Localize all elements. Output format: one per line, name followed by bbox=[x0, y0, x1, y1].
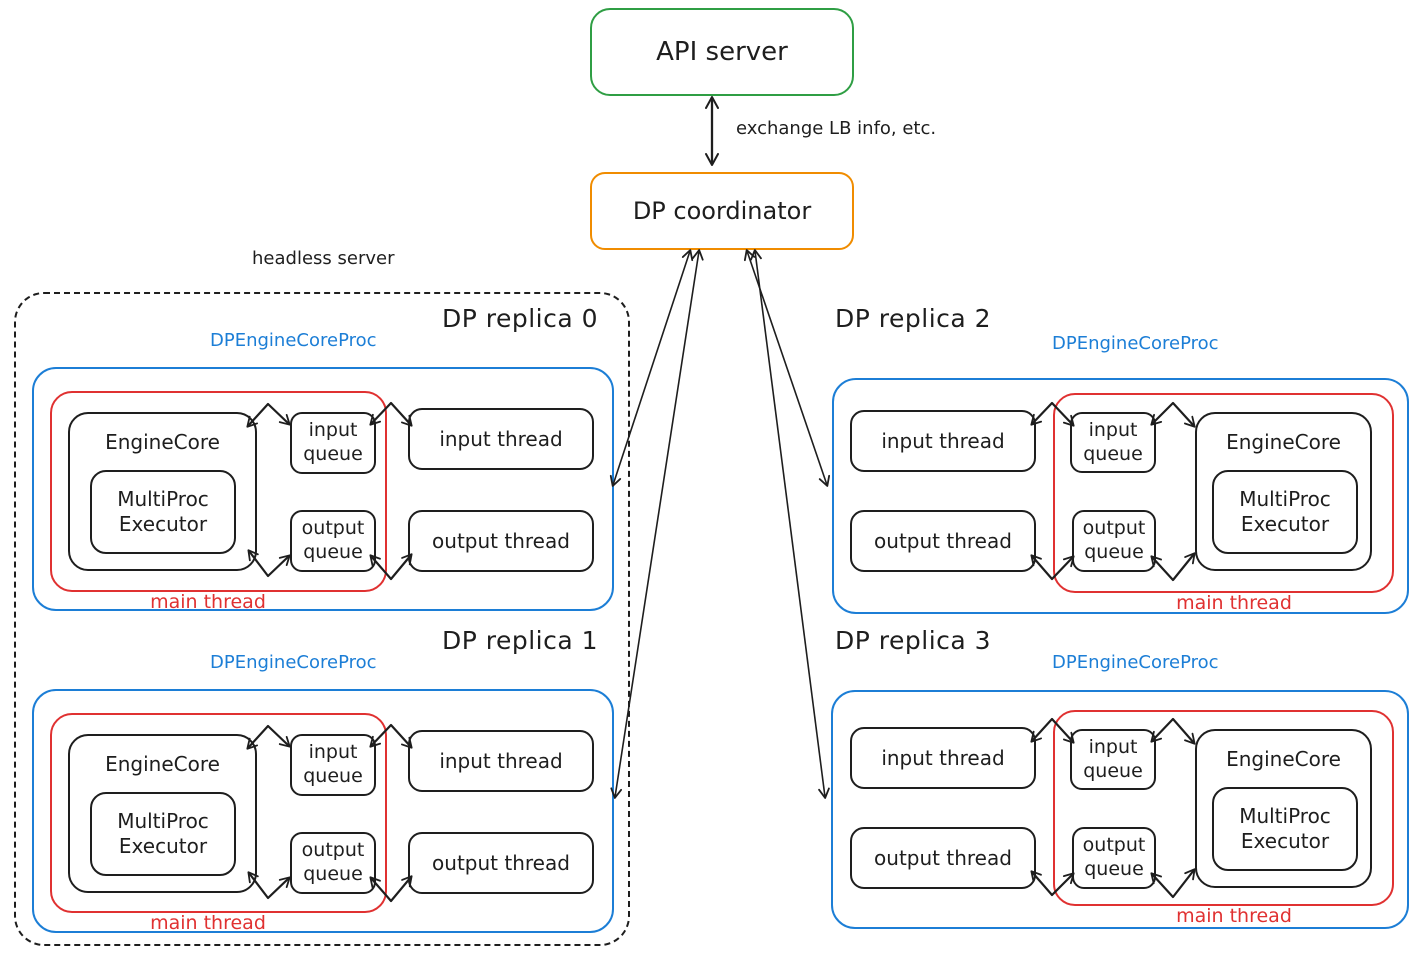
replica-1-main-thread-frame bbox=[50, 713, 387, 913]
replica-0-output-queue-box: output queue bbox=[290, 510, 376, 572]
replica-2-output-thread-label: output thread bbox=[874, 528, 1012, 553]
replica-1-proc-label: DPEngineCoreProc bbox=[210, 652, 377, 673]
replica-3-input-thread-box: input thread bbox=[850, 727, 1036, 789]
replica-0-output-thread-label: output thread bbox=[432, 528, 570, 553]
dp-coordinator-node: DP coordinator bbox=[590, 172, 854, 250]
replica-0-input-queue-box: input queue bbox=[290, 412, 376, 474]
replica-3-title: DP replica 3 bbox=[835, 626, 992, 655]
replica-1-input-thread-label: input thread bbox=[439, 748, 563, 773]
replica-1-proc-frame bbox=[32, 689, 614, 933]
replica-3-engine-core-label: EngineCore bbox=[1226, 747, 1341, 771]
replica-2-engine-core-label: EngineCore bbox=[1226, 430, 1341, 454]
replica-3-multiproc-executor-box: MultiProc Executor bbox=[1212, 787, 1358, 871]
replica-0-title: DP replica 0 bbox=[441, 304, 598, 333]
replica-3-multiproc-executor-label: MultiProc Executor bbox=[1239, 804, 1331, 853]
replica-2-output-queue-box: output queue bbox=[1072, 510, 1156, 572]
replica-0-output-queue-label: output queue bbox=[301, 517, 365, 563]
replica-0-input-thread-label: input thread bbox=[439, 426, 563, 451]
dp-coordinator-label: DP coordinator bbox=[632, 197, 812, 225]
replica-2-input-queue-label: input queue bbox=[1083, 418, 1143, 465]
replica-1-output-queue-box: output queue bbox=[290, 832, 376, 894]
replica-2-multiproc-executor-box: MultiProc Executor bbox=[1212, 470, 1358, 554]
replica-0-main-thread-frame bbox=[50, 391, 387, 592]
replica-0-input-thread-box: input thread bbox=[408, 408, 594, 470]
replica-2-title: DP replica 2 bbox=[835, 304, 992, 333]
replica-3-output-queue-label: output queue bbox=[1082, 834, 1146, 880]
replica-2-output-queue-label: output queue bbox=[1082, 517, 1146, 563]
replica-2-proc-frame bbox=[832, 378, 1409, 614]
replica-3-main-thread-frame bbox=[1053, 710, 1394, 906]
replica-0-multiproc-executor-label: MultiProc Executor bbox=[117, 487, 209, 536]
replica-2-input-thread-box: input thread bbox=[850, 410, 1036, 472]
api-server-label: API server bbox=[656, 36, 788, 67]
replica-2-input-thread-label: input thread bbox=[881, 428, 1005, 453]
replica-3-output-queue-box: output queue bbox=[1072, 827, 1156, 889]
replica-2-main-thread-frame bbox=[1053, 393, 1394, 593]
replica-2-main-thread-label: main thread bbox=[1176, 592, 1292, 614]
replica-3-output-thread-box: output thread bbox=[850, 827, 1036, 889]
replica-0-input-queue-label: input queue bbox=[303, 419, 363, 465]
replica-2-multiproc-executor-label: MultiProc Executor bbox=[1239, 487, 1331, 536]
api-server-node: API server bbox=[590, 8, 854, 96]
replica-0-output-thread-box: output thread bbox=[408, 510, 594, 572]
replica-0-engine-core-box: EngineCore MultiProc Executor bbox=[68, 412, 257, 571]
replica-3-main-thread-label: main thread bbox=[1176, 905, 1292, 927]
replica-3-input-thread-label: input thread bbox=[881, 745, 1005, 770]
replica-2-output-thread-box: output thread bbox=[850, 510, 1036, 572]
replica-0-multiproc-executor-box: MultiProc Executor bbox=[90, 470, 236, 554]
replica-1-engine-core-label: EngineCore bbox=[105, 752, 220, 776]
replica-1-multiproc-executor-box: MultiProc Executor bbox=[90, 792, 236, 876]
replica-0-engine-core-label: EngineCore bbox=[105, 430, 220, 454]
arrow-coordinator-replica2 bbox=[743, 249, 831, 487]
headless-server-label: headless server bbox=[252, 248, 395, 269]
replica-1-engine-core-box: EngineCore MultiProc Executor bbox=[68, 734, 257, 893]
replica-1-input-queue-label: input queue bbox=[303, 741, 363, 787]
replica-0-main-thread-label: main thread bbox=[150, 591, 266, 613]
replica-2-engine-core-box: EngineCore MultiProc Executor bbox=[1195, 412, 1372, 571]
replica-2-proc-label: DPEngineCoreProc bbox=[1052, 333, 1219, 354]
replica-3-input-queue-label: input queue bbox=[1083, 735, 1143, 782]
replica-3-proc-frame bbox=[831, 690, 1409, 929]
arrow-coordinator-replica3 bbox=[750, 249, 830, 799]
replica-0-proc-label: DPEngineCoreProc bbox=[210, 330, 377, 351]
replica-1-output-thread-box: output thread bbox=[408, 832, 594, 894]
replica-3-engine-core-box: EngineCore MultiProc Executor bbox=[1195, 729, 1372, 888]
replica-1-output-queue-label: output queue bbox=[301, 839, 365, 885]
replica-1-title: DP replica 1 bbox=[441, 626, 598, 655]
exchange-lb-note: exchange LB info, etc. bbox=[736, 118, 937, 139]
replica-3-input-queue-box: input queue bbox=[1070, 729, 1156, 790]
replica-1-multiproc-executor-label: MultiProc Executor bbox=[117, 809, 209, 858]
replica-3-proc-label: DPEngineCoreProc bbox=[1052, 652, 1219, 673]
replica-1-input-thread-box: input thread bbox=[408, 730, 594, 792]
replica-1-input-queue-box: input queue bbox=[290, 734, 376, 796]
replica-1-main-thread-label: main thread bbox=[150, 912, 266, 934]
replica-3-output-thread-label: output thread bbox=[874, 845, 1012, 870]
replica-2-input-queue-box: input queue bbox=[1070, 412, 1156, 473]
replica-1-output-thread-label: output thread bbox=[432, 850, 570, 875]
